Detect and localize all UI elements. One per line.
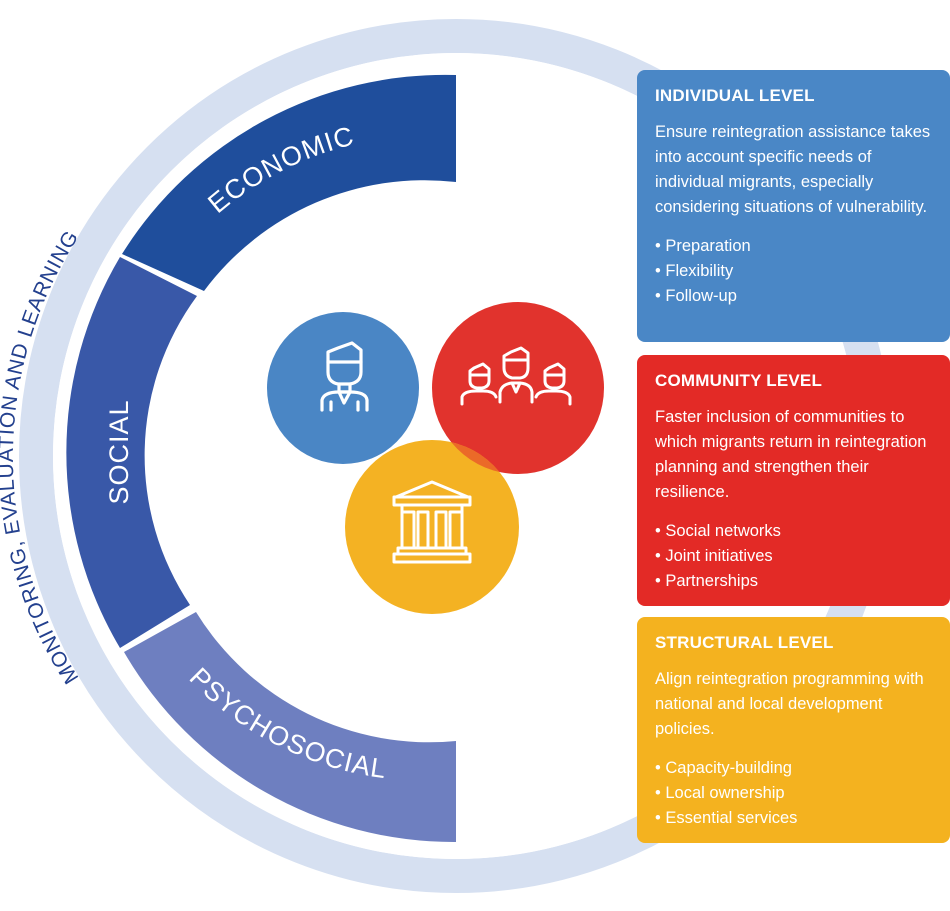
list-item: Partnerships [655, 569, 934, 594]
card-list: Capacity-building Local ownership Essent… [655, 756, 934, 831]
circle-individual [267, 312, 419, 464]
circle-structural [345, 440, 519, 614]
segment-economic [122, 74, 456, 291]
list-item: Follow-up [655, 284, 934, 309]
card-title: COMMUNITY LEVEL [655, 371, 823, 390]
card-individual-level: INDIVIDUAL LEVEL Ensure reintegration as… [637, 70, 950, 342]
list-item: Capacity-building [655, 756, 934, 781]
card-structural-level: STRUCTURAL LEVEL Align reintegration pro… [637, 617, 950, 843]
group-icon [460, 346, 572, 406]
segment-social [66, 257, 197, 648]
list-item: Joint initiatives [655, 544, 934, 569]
segment-label-social: SOCIAL [104, 399, 134, 504]
list-item: Social networks [655, 519, 934, 544]
list-item: Local ownership [655, 781, 934, 806]
segment-psychosocial [124, 612, 456, 843]
card-description: Faster inclusion of communities to which… [655, 408, 927, 501]
institution-building-icon [392, 480, 472, 564]
card-community-level: COMMUNITY LEVEL Faster inclusion of comm… [637, 355, 950, 606]
card-title: INDIVIDUAL LEVEL [655, 86, 815, 105]
card-description: Ensure reintegration assistance takes in… [655, 123, 931, 216]
card-title: STRUCTURAL LEVEL [655, 633, 834, 652]
card-description: Align reintegration programming with nat… [655, 670, 924, 738]
list-item: Flexibility [655, 259, 934, 284]
person-icon [320, 341, 369, 412]
card-list: Preparation Flexibility Follow-up [655, 234, 934, 309]
card-list: Social networks Joint initiatives Partne… [655, 519, 934, 594]
list-item: Essential services [655, 806, 934, 831]
list-item: Preparation [655, 234, 934, 259]
